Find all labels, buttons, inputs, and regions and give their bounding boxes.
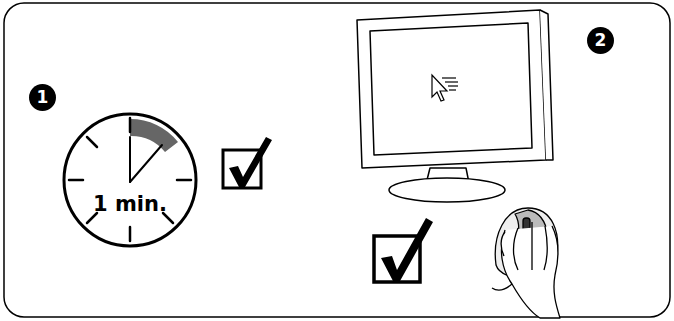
cursor-icon	[432, 75, 458, 101]
clock-circle: 1 min.	[62, 112, 198, 248]
clock-text: 1 min.	[62, 192, 198, 216]
monitor	[357, 10, 553, 202]
callout-number: 1	[29, 84, 56, 111]
checkbox	[374, 218, 433, 282]
clock-outline	[62, 112, 198, 248]
frame	[4, 3, 670, 317]
callout-number: 2	[587, 27, 614, 54]
clock-face	[69, 118, 191, 241]
mouse-hand	[492, 208, 560, 318]
checkbox	[223, 137, 272, 188]
